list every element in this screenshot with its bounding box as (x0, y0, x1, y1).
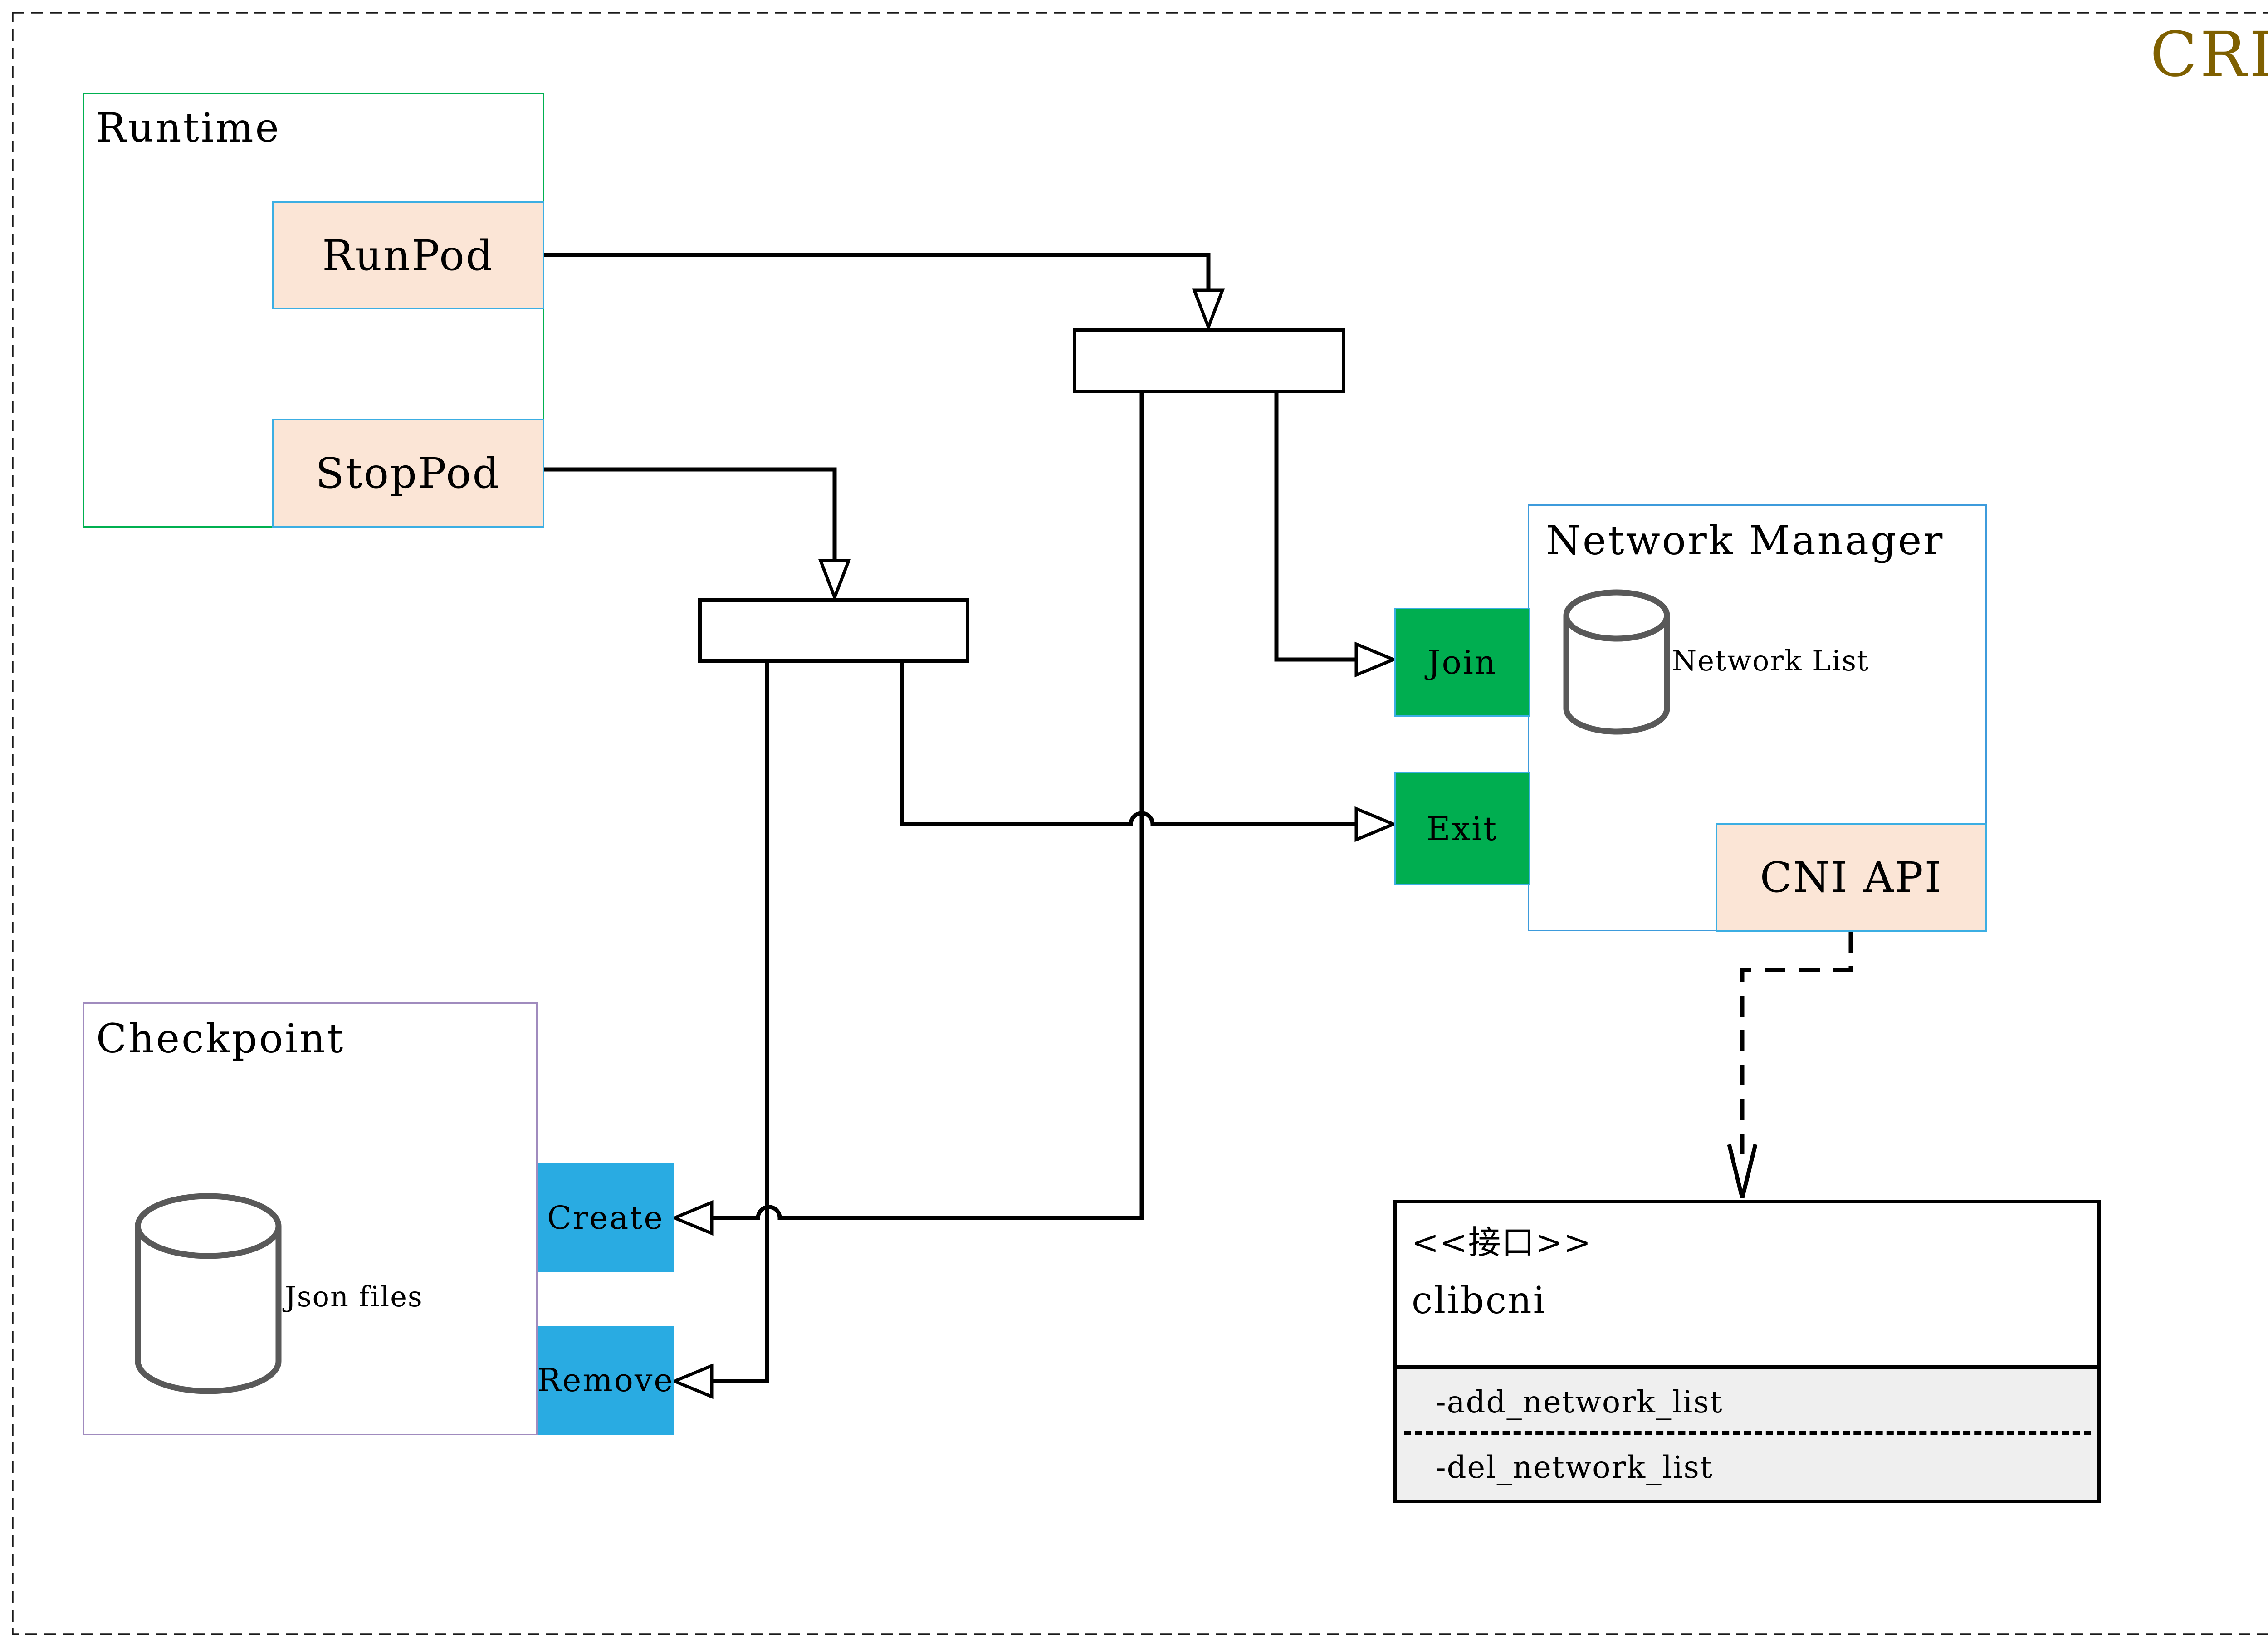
connector-junction-b-to-exit (900, 663, 1355, 826)
page-border (12, 12, 2268, 1635)
stoppod-node: StopPod (272, 419, 544, 528)
json-files-database-icon (135, 1193, 282, 1394)
checkpoint-box (83, 1002, 538, 1435)
arrowhead-into-create (670, 1200, 714, 1236)
interface-name: clibcni (1412, 1279, 1546, 1322)
cni-api-label: CNI API (1760, 853, 1943, 902)
exit-node: Exit (1394, 772, 1530, 885)
join-node: Join (1394, 608, 1530, 717)
connector-runpod-to-junction-a (544, 253, 1211, 291)
runpod-node: RunPod (272, 201, 544, 309)
network-manager-label: Network Manager (1546, 517, 1945, 564)
cri-title: CRI (2150, 19, 2268, 91)
connector-cni-api-to-clibcni-dashed (1740, 932, 1853, 1166)
network-list-database-icon (1563, 589, 1670, 735)
connector-junction-a-to-join (1274, 393, 1355, 662)
remove-node: Remove (537, 1326, 674, 1435)
stoppod-label: StopPod (315, 449, 501, 498)
arrowhead-into-junction-a (1192, 288, 1225, 332)
junction-box-stoppod (698, 598, 969, 663)
exit-label: Exit (1426, 809, 1498, 848)
arrowhead-into-remove (670, 1363, 714, 1399)
remove-label: Remove (537, 1362, 674, 1399)
checkpoint-label: Checkpoint (96, 1015, 345, 1062)
connector-junction-a-to-create (712, 393, 1144, 1220)
cni-api-node: CNI API (1716, 823, 1987, 932)
json-files-label: Json files (285, 1280, 423, 1313)
interface-method-del-network-list: -del_network_list (1436, 1450, 1713, 1485)
create-node: Create (538, 1163, 674, 1272)
runpod-label: RunPod (322, 231, 494, 280)
runtime-label: Runtime (96, 104, 281, 151)
arrowhead-into-join (1354, 641, 1398, 678)
junction-box-runpod (1073, 328, 1345, 393)
interface-method-divider (1404, 1431, 2091, 1435)
join-label: Join (1427, 643, 1497, 681)
connector-stoppod-to-junction-b (544, 467, 837, 562)
network-list-label: Network List (1672, 644, 1869, 677)
create-label: Create (547, 1199, 664, 1236)
connector-junction-b-to-remove (712, 663, 769, 1383)
arrowhead-into-clibcni (1727, 1144, 1758, 1199)
arrowhead-into-exit (1354, 806, 1398, 842)
arrowhead-into-junction-b (818, 559, 851, 602)
interface-stereotype: <<接口>> (1412, 1223, 1592, 1261)
interface-method-add-network-list: -add_network_list (1436, 1384, 1723, 1420)
